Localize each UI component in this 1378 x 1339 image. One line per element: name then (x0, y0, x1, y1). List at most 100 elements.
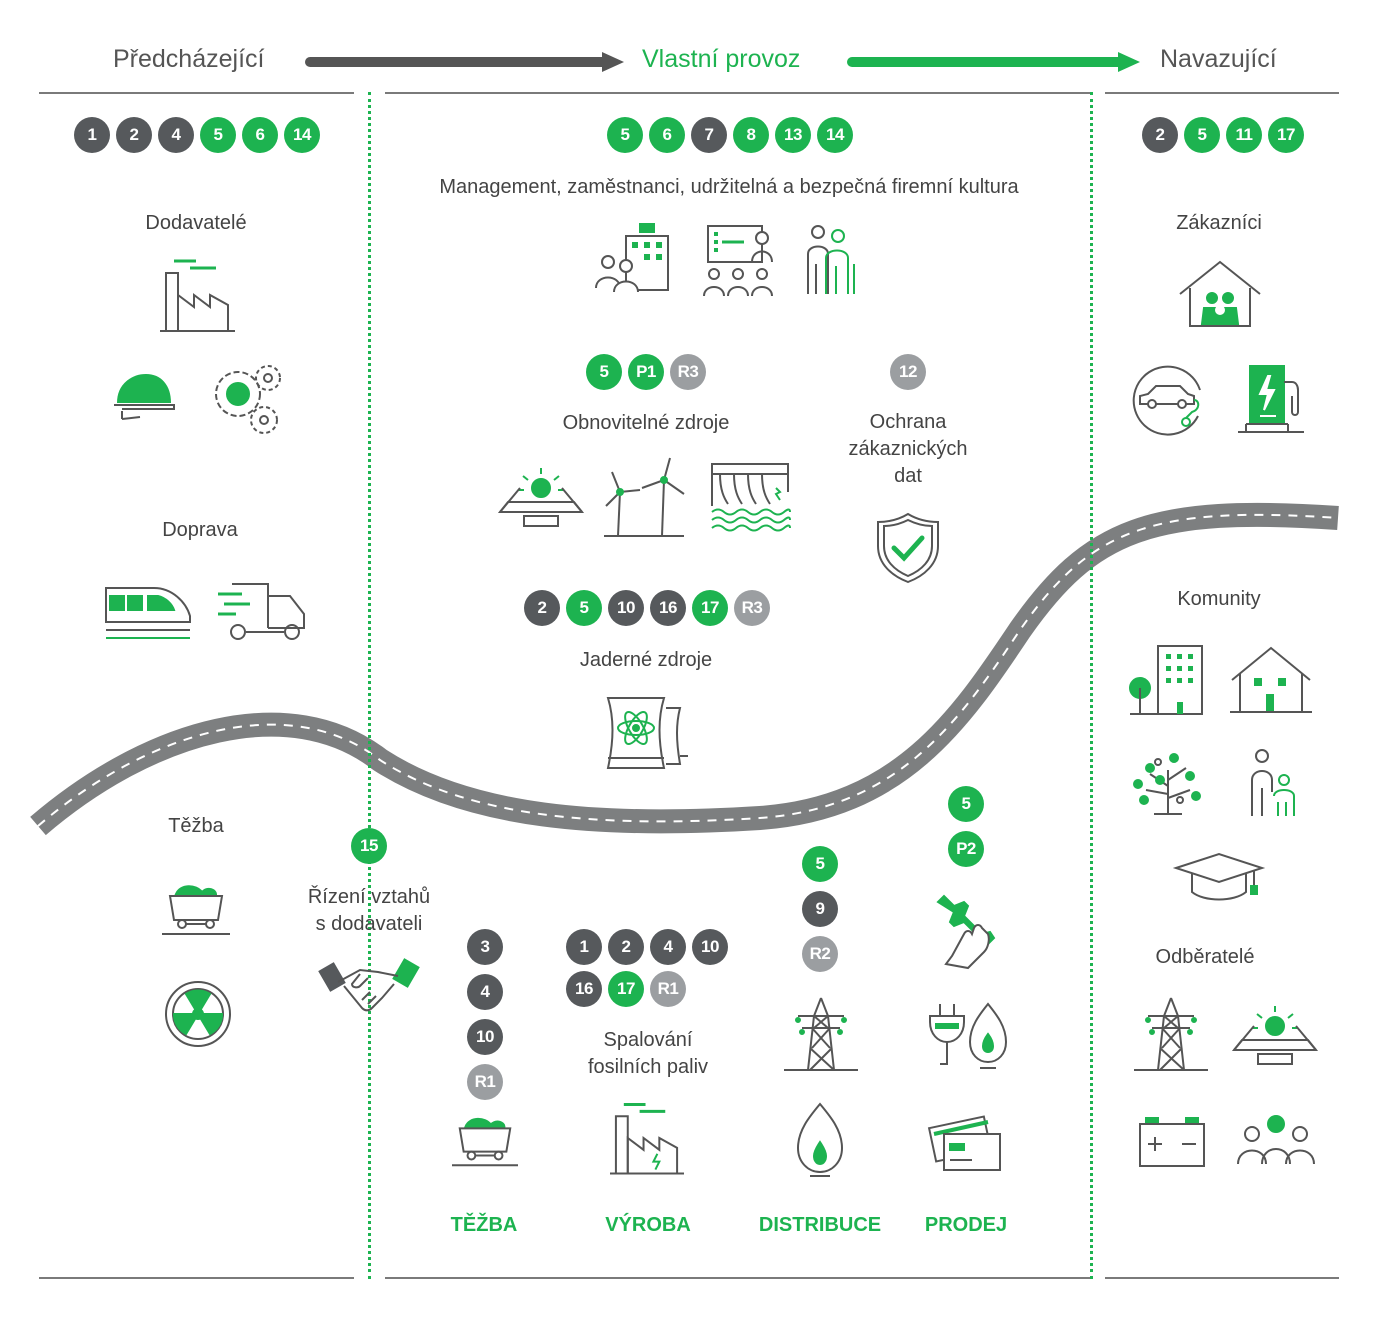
topic-badge: 5 (802, 846, 838, 882)
topic-badge: 2 (524, 590, 560, 626)
topic-badge: 14 (284, 117, 320, 153)
arrow-right-icon (305, 52, 624, 72)
communities-title: Komunity (1177, 588, 1261, 610)
topic-badge: 5 (607, 117, 643, 153)
team-icon (804, 224, 860, 296)
train-icon (104, 576, 194, 642)
topic-badge: 17 (1268, 117, 1304, 153)
divider (39, 1277, 354, 1279)
divider (1105, 92, 1339, 94)
office-people-icon (596, 222, 672, 294)
handshake-icon (322, 952, 418, 1018)
culture-title: Management, zaměstnanci, udržitelná a be… (439, 176, 1019, 198)
offtakers-title: Odběratelé (1155, 946, 1255, 968)
column-divider (368, 92, 371, 1279)
supplier-relations-title: Řízení vztahů s dodavateli (308, 884, 430, 938)
data-protection-line3: dat (894, 465, 922, 487)
gears-icon (208, 360, 288, 438)
topic-badge: 13 (775, 117, 811, 153)
fossil-line2: fosilních paliv (587, 1056, 709, 1078)
topic-badge: R1 (467, 1064, 503, 1100)
topic-badge: 2 (1142, 117, 1178, 153)
graduation-cap-icon (1174, 852, 1264, 904)
divider (385, 92, 1090, 94)
topic-badge: 10 (692, 929, 728, 965)
suppliers-title: Dodavatelé (145, 212, 247, 234)
payment-cards-icon (928, 1108, 1004, 1174)
badge-row: 15 (351, 828, 387, 864)
shield-check-icon (876, 512, 940, 584)
charging-station-icon (1236, 362, 1306, 434)
topic-badge: 1 (74, 117, 110, 153)
helmet-icon (112, 373, 176, 421)
gas-flame-icon (796, 1102, 844, 1178)
battery-icon (1138, 1116, 1206, 1168)
topic-badge: 4 (158, 117, 194, 153)
topic-badge: 16 (566, 971, 602, 1007)
header-upstream: Předcházející (113, 45, 265, 73)
topic-badge: 2 (608, 929, 644, 965)
fossil-line1: Spalování (603, 1029, 693, 1051)
data-protection-line2: zákaznických (848, 438, 968, 460)
renewables-title: Obnovitelné zdroje (562, 412, 730, 434)
house-icon (1230, 646, 1312, 716)
radiation-icon (164, 980, 232, 1048)
power-plant-icon (610, 1098, 684, 1178)
badge-row: 12 (890, 354, 926, 390)
topic-badge: 5 (948, 786, 984, 822)
fruit-tree-icon (1130, 750, 1206, 816)
topic-badge: 5 (566, 590, 602, 626)
stage-mining: TĚŽBA (450, 1214, 518, 1236)
topic-badge: 9 (802, 891, 838, 927)
mine-cart-icon (162, 882, 230, 936)
group-icon (1236, 1114, 1316, 1168)
fossil-title: Spalování fosilních paliv (588, 1027, 708, 1081)
stage-distribution: DISTRIBUCE (758, 1214, 882, 1236)
topic-badge: 5 (200, 117, 236, 153)
mining-title: Těžba (168, 815, 224, 837)
data-protection-line1: Ochrana (869, 411, 947, 433)
customers-title: Zákazníci (1176, 212, 1262, 234)
topic-badge: 11 (1226, 117, 1262, 153)
topic-badge: 3 (467, 929, 503, 965)
topic-badge: 12 (890, 354, 926, 390)
building-tree-icon (1128, 644, 1204, 716)
solar-panel-icon (1232, 1004, 1318, 1068)
factory-icon (160, 255, 235, 335)
topic-badge: 8 (733, 117, 769, 153)
topic-badge: 7 (691, 117, 727, 153)
divider (39, 92, 354, 94)
transport-title: Doprava (162, 519, 238, 541)
presentation-icon (700, 222, 780, 300)
topic-badge: 4 (467, 974, 503, 1010)
topic-badge: 6 (649, 117, 685, 153)
topic-badge: 15 (351, 828, 387, 864)
parent-child-icon (1248, 748, 1298, 818)
wind-turbine-icon (604, 456, 688, 538)
power-pylon-icon (784, 996, 858, 1072)
divider (1105, 1277, 1339, 1279)
topic-badge: 6 (242, 117, 278, 153)
mine-cart-icon (452, 1114, 518, 1168)
header-own-operations: Vlastní provoz (642, 45, 801, 73)
topic-badge: R2 (802, 936, 838, 972)
plug-flame-icon (926, 1002, 1010, 1072)
data-protection-title: Ochrana zákaznických dat (849, 409, 968, 490)
arrow-right-icon (847, 52, 1140, 72)
power-pylon-icon (1134, 996, 1208, 1072)
topic-badge: R3 (670, 354, 706, 390)
topic-badge: R1 (650, 971, 686, 1007)
repair-hand-icon (934, 892, 998, 972)
truck-icon (216, 580, 308, 644)
topic-badge: 4 (650, 929, 686, 965)
divider (385, 1277, 1090, 1279)
